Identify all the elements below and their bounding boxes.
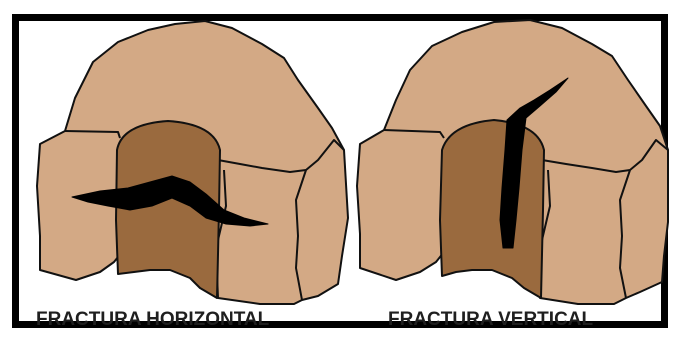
horizontal-fracture-diagram bbox=[37, 21, 348, 304]
caption-horizontal-fracture: FRACTURA HORIZONTAL bbox=[36, 309, 269, 331]
tunnel-right bbox=[440, 120, 544, 298]
caption-vertical-fracture: FRACTURA VERTICAL bbox=[388, 309, 593, 331]
vertical-fracture-diagram bbox=[357, 20, 668, 304]
